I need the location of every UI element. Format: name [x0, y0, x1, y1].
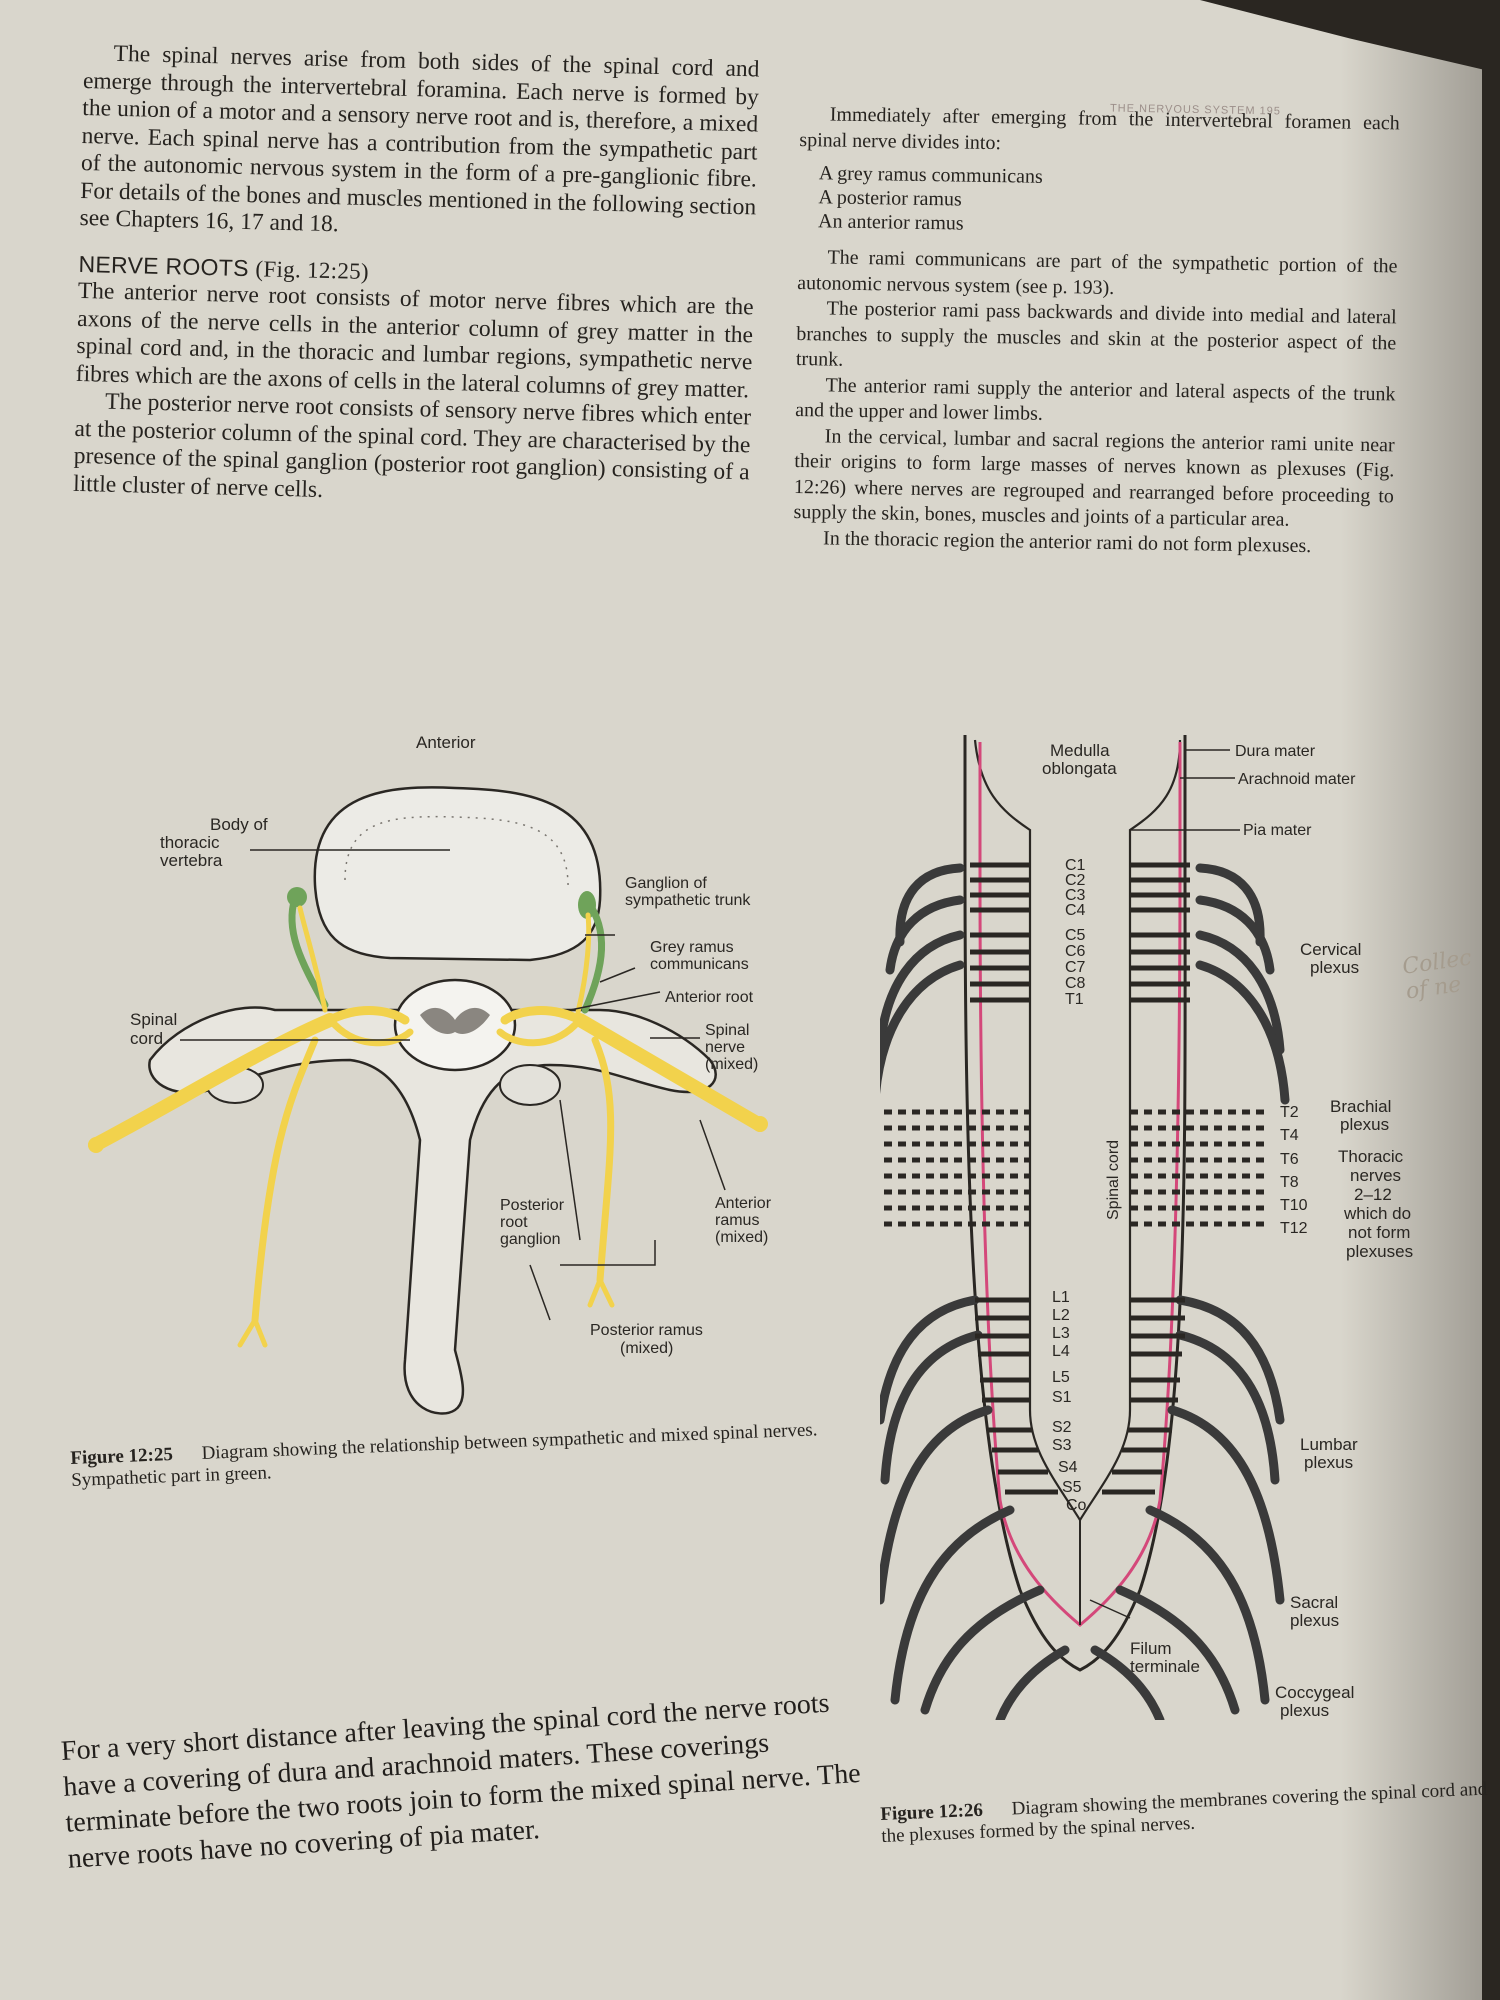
label-sacral-plexus: Sacral plexus [1290, 1593, 1343, 1630]
label-spinal-cord: Spinal cord [130, 1010, 182, 1048]
label-filum-terminale: Filum terminale [1130, 1639, 1200, 1676]
plexuses-paragraph: In the cervical, lumbar and sacral regio… [793, 424, 1395, 531]
anterior-rami-paragraph: The anterior rami supply the anterior an… [794, 373, 1396, 425]
rami-communicans-paragraph: The rami communicans are part of the sym… [796, 246, 1398, 299]
rami-list: A grey ramus communicans A posterior ram… [818, 161, 1399, 242]
label-pia-mater: Pia mater [1243, 822, 1312, 839]
label-lumbar-plexus: Lumbar plexus [1300, 1435, 1362, 1472]
left-column: The spinal nerves arise from both sides … [73, 40, 760, 514]
dura-mater [963, 735, 1187, 1672]
label-ganglion: Ganglion of sympathetic trunk [625, 875, 751, 909]
posterior-root-paragraph: The posterior nerve root consists of sen… [72, 388, 752, 503]
sympathetic-trunk-left [288, 894, 329, 1009]
label-anterior-root: Anterior root [665, 989, 754, 1006]
label-anterior: Anterior [416, 733, 476, 752]
label-anterior-ramus: Anterior ramus (mixed) [715, 1195, 775, 1246]
handwritten-note: Collec of ne [1400, 945, 1474, 1005]
label-medulla: Medulla oblongata [1042, 741, 1117, 778]
label-coccygeal-plexus: Coccygeal plexus [1275, 1683, 1359, 1720]
label-posterior-ramus: Posterior ramus (mixed) [590, 1322, 707, 1357]
label-thoracic-nerves: Thoracic nerves 2–12 which do not form p… [1338, 1147, 1416, 1261]
label-spinal-cord-vertical: Spinal cord [1105, 1140, 1122, 1220]
segments-thoracic: T2 T4 T6 T8 T10 T12 [1280, 1104, 1312, 1237]
label-brachial-plexus: Brachial plexus [1330, 1097, 1396, 1134]
heading-text: NERVE ROOTS [78, 250, 250, 281]
figure-12-26: Medulla oblongata Dura mater Arachnoid m… [880, 735, 1416, 1720]
label-cervical-plexus: Cervical plexus [1300, 940, 1366, 977]
intro-paragraph: The spinal nerves arise from both sides … [79, 40, 760, 238]
label-posterior-root-ganglion: Posterior root ganglion [500, 1197, 568, 1248]
page-shadow [1340, 0, 1500, 2000]
heading-figure-ref: (Fig. 12:25) [255, 255, 370, 284]
label-arachnoid-mater: Arachnoid mater [1238, 771, 1356, 788]
label-body-of-vertebra: Body of thoracic vertebra [160, 815, 272, 870]
nerve-plexuses [880, 863, 1290, 1720]
posterior-rami-paragraph: The posterior rami pass backwards and di… [795, 297, 1397, 371]
right-column: Immediately after emerging from the inte… [793, 102, 1400, 560]
bottom-paragraph: For a very short distance after leaving … [60, 1687, 862, 1875]
caption-label: Figure 12:26 [880, 1799, 984, 1825]
label-grey-ramus: Grey ramus communicans [650, 939, 749, 973]
vertebral-body [313, 786, 602, 962]
label-spinal-nerve: Spinal nerve (mixed) [705, 1022, 758, 1073]
segments-lumbosacral: L1 L2 L3 L4 L5 S1 S2 S3 S4 S5 Co [1052, 1289, 1087, 1514]
label-dura-mater: Dura mater [1235, 743, 1316, 760]
caption-label: Figure 12:25 [70, 1444, 174, 1469]
anterior-root-paragraph: The anterior nerve root consists of moto… [75, 277, 754, 403]
figure-12-25: Anterior Body of thoracic vertebra Gangl… [88, 733, 775, 1415]
segments-cervical: C1 C2 C3 C4 C5 C6 C7 C8 T1 [1065, 857, 1090, 1008]
spinal-nerves [88, 905, 767, 1348]
page-edge [1482, 0, 1500, 2000]
rami-intro: Immediately after emerging from the inte… [799, 103, 1400, 154]
